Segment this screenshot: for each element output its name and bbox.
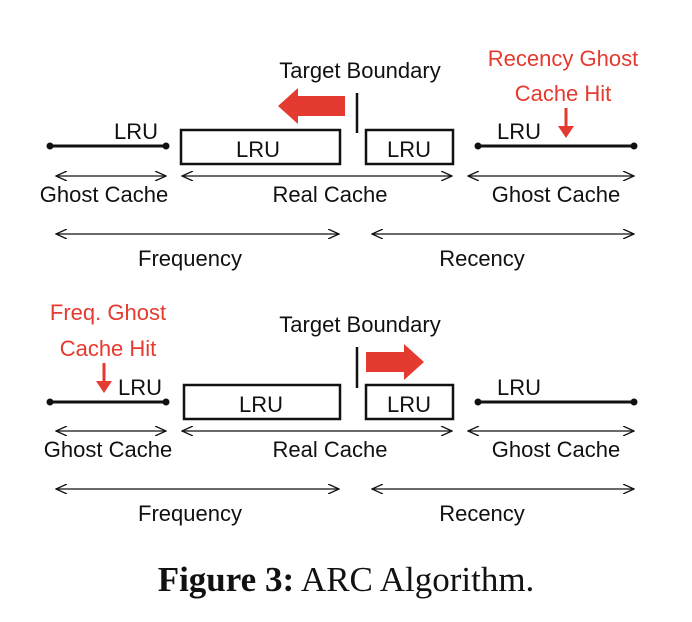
top-frequency-real-box	[179, 128, 342, 166]
top-left-ghost-end-dot	[162, 142, 170, 150]
figure-caption-label: Figure 3:	[157, 560, 295, 599]
figure-caption-text: ARC Algorithm.	[294, 560, 535, 599]
top-recency-real-box	[364, 128, 455, 166]
bottom-right-ghost-lru-label: LRU	[497, 375, 541, 400]
bottom-real-cache-label: Real Cache	[273, 437, 388, 462]
bottom-recency-real-lru-label: LRU	[387, 392, 431, 417]
bottom-right-ghost-cache-label: Ghost Cache	[492, 437, 620, 462]
top-real-cache-label: Real Cache	[273, 182, 388, 207]
bottom-right-ghost-end-dot	[474, 398, 482, 406]
figure-caption: Figure 3: ARC Algorithm.	[0, 560, 692, 600]
top-left-ghost-lru-label: LRU	[114, 119, 158, 144]
top-frequency-real-lru-label: LRU	[236, 137, 280, 162]
bottom-move-right-arrow	[366, 344, 424, 380]
top-hit-label-line2: Cache Hit	[515, 81, 612, 106]
top-move-left-arrow	[278, 88, 345, 124]
bottom-diagram: Freq. Ghost Cache Hit Target Boundary LR…	[44, 300, 638, 526]
bottom-frequency-label: Frequency	[138, 501, 242, 526]
top-right-ghost-cache-label: Ghost Cache	[492, 182, 620, 207]
bottom-hit-label-line2: Cache Hit	[60, 336, 157, 361]
bottom-left-ghost-end-dot	[162, 398, 170, 406]
bottom-left-ghost-end-dot	[46, 398, 54, 406]
top-diagram: Target Boundary Recency Ghost Cache Hit …	[40, 46, 638, 271]
bottom-recency-label: Recency	[439, 501, 525, 526]
top-hit-label-line1: Recency Ghost	[488, 46, 638, 71]
top-right-ghost-end-dot	[474, 142, 482, 150]
top-recency-real-lru-label: LRU	[387, 137, 431, 162]
arc-diagram: Target Boundary Recency Ghost Cache Hit …	[40, 46, 638, 526]
top-left-ghost-end-dot	[46, 142, 54, 150]
bottom-right-ghost-end-dot	[630, 398, 638, 406]
top-left-ghost-cache-label: Ghost Cache	[40, 182, 168, 207]
bottom-target-boundary-label: Target Boundary	[279, 312, 440, 337]
bottom-left-ghost-cache-label: Ghost Cache	[44, 437, 172, 462]
bottom-frequency-real-lru-label: LRU	[239, 392, 283, 417]
top-target-boundary-label: Target Boundary	[279, 58, 440, 83]
bottom-recency-real-box	[364, 383, 455, 421]
bottom-left-ghost-lru-label: LRU	[118, 375, 162, 400]
top-right-ghost-end-dot	[630, 142, 638, 150]
top-hit-arrow-head	[558, 126, 574, 138]
bottom-hit-label-line1: Freq. Ghost	[50, 300, 166, 325]
top-frequency-label: Frequency	[138, 246, 242, 271]
bottom-hit-arrow-head	[96, 381, 112, 393]
top-right-ghost-lru-label: LRU	[497, 119, 541, 144]
top-recency-label: Recency	[439, 246, 525, 271]
bottom-frequency-real-box	[182, 383, 342, 421]
